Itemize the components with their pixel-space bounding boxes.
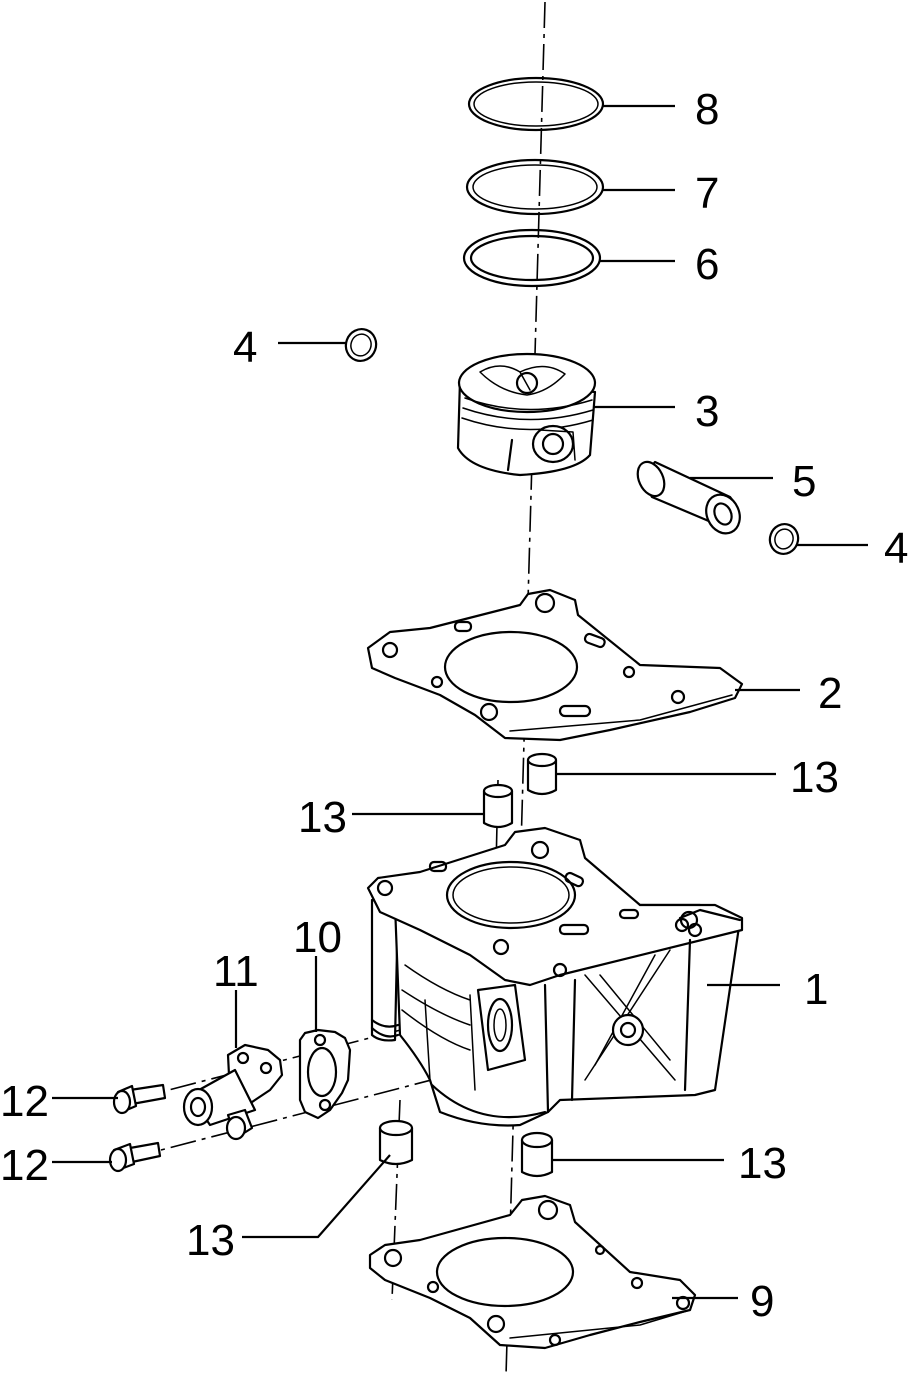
callout-6: 6 bbox=[695, 240, 719, 289]
callout-4-left: 4 bbox=[233, 323, 257, 372]
piston-ring-oil bbox=[462, 228, 602, 288]
callout-12-lower: 12 bbox=[0, 1141, 49, 1190]
callout-4-right: 4 bbox=[884, 524, 908, 573]
circlip-right bbox=[768, 523, 800, 555]
callout-7: 7 bbox=[695, 169, 719, 218]
callout-12-upper: 12 bbox=[0, 1077, 49, 1126]
cylinder-block bbox=[366, 826, 744, 1127]
leader-13d bbox=[242, 1154, 391, 1239]
bolt-axis-lower bbox=[129, 1069, 471, 1159]
dowel-pin-lower-right bbox=[520, 1131, 554, 1178]
callout-9: 9 bbox=[750, 1277, 774, 1326]
callout-8: 8 bbox=[695, 85, 719, 134]
callout-5: 5 bbox=[792, 457, 816, 506]
callout-2: 2 bbox=[818, 669, 842, 718]
tensioner-gasket bbox=[298, 1028, 352, 1120]
chain-tensioner bbox=[182, 1043, 284, 1141]
callout-13-upper-right: 13 bbox=[790, 753, 839, 802]
callout-1: 1 bbox=[804, 965, 828, 1014]
dowel-pin-upper-right bbox=[526, 752, 558, 796]
dowel-pin-lower-left bbox=[378, 1119, 414, 1166]
callout-10: 10 bbox=[293, 913, 342, 962]
dowel-pin-upper-left bbox=[482, 783, 514, 829]
piston-ring-top bbox=[467, 76, 605, 132]
base-gasket bbox=[368, 1194, 697, 1350]
bolt-upper bbox=[112, 1083, 167, 1115]
piston-ring-second bbox=[465, 158, 605, 216]
leader-lines bbox=[52, 104, 868, 1300]
callout-labels: 8 7 6 4 3 5 4 2 13 13 10 11 1 12 12 13 1… bbox=[0, 85, 908, 1326]
callout-13-lower-left: 13 bbox=[186, 1216, 235, 1265]
piston-pin bbox=[636, 460, 741, 535]
circlip-left bbox=[344, 328, 378, 362]
callout-13-lower-right: 13 bbox=[738, 1139, 787, 1188]
callout-11: 11 bbox=[213, 947, 259, 996]
callout-13-upper-left: 13 bbox=[298, 793, 347, 842]
piston bbox=[456, 352, 597, 477]
callout-3: 3 bbox=[695, 387, 719, 436]
bolt-lower bbox=[108, 1141, 162, 1173]
head-gasket bbox=[366, 588, 744, 742]
